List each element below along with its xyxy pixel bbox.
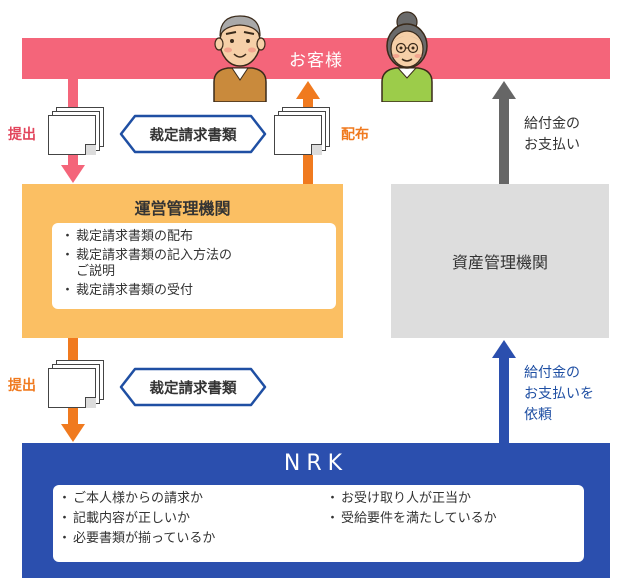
asset-org-box: 資産管理機関 (391, 184, 609, 338)
nrk-checks: ご本人様からの請求か 記載内容が正しいか 必要書類が揃っているか お受け取り人が… (53, 485, 584, 562)
operating-org-duties: 裁定請求書類の配布 裁定請求書類の記入方法の ご説明 裁定請求書類の受付 (52, 223, 336, 309)
customer-label: お客様 (289, 51, 343, 71)
nrk-title: NRK (283, 451, 349, 476)
document-stack-icon (274, 107, 330, 155)
distribute-label: 配布 (341, 127, 369, 143)
operating-org-title: 運営管理機関 (134, 199, 231, 218)
payment-label: 給付金の お支払い (524, 116, 580, 153)
payment-request-arrow (492, 340, 516, 444)
check-item: 受給要件を満たしているか (326, 509, 497, 529)
documents-label-top: 裁定請求書類 (119, 114, 267, 154)
document-stack-icon (48, 360, 104, 408)
duty-item: 裁定請求書類の配布 (61, 229, 336, 245)
submit-label-top: 提出 (8, 127, 36, 143)
duty-item: 裁定請求書類の記入方法の ご説明 (61, 248, 336, 280)
asset-org-title: 資産管理機関 (451, 253, 548, 272)
payment-request-label: 給付金の お支払いを 依頼 (524, 365, 594, 423)
nrk-box: NRK ご本人様からの請求か 記載内容が正しいか 必要書類が揃っているか お受け… (22, 443, 610, 578)
operating-org-box: 運営管理機関 裁定請求書類の配布 裁定請求書類の記入方法の ご説明 裁定請求書類… (22, 184, 343, 338)
elderly-woman-illustration (381, 11, 433, 102)
elderly-man-illustration (213, 15, 267, 102)
customer-bar: お客様 (22, 38, 610, 79)
submit-label-bottom: 提出 (8, 378, 36, 394)
payment-arrow (492, 81, 516, 185)
check-item: お受け取り人が正当か (326, 489, 497, 509)
nrk-checks-left: ご本人様からの請求か 記載内容が正しいか 必要書類が揃っているか (58, 489, 215, 549)
documents-label-bottom: 裁定請求書類 (119, 367, 267, 407)
document-stack-icon (48, 107, 104, 155)
check-item: 記載内容が正しいか (58, 509, 215, 529)
duty-item: 裁定請求書類の受付 (61, 283, 336, 299)
check-item: ご本人様からの請求か (58, 489, 215, 509)
check-item: 必要書類が揃っているか (58, 529, 215, 549)
nrk-checks-right: お受け取り人が正当か 受給要件を満たしているか (326, 489, 497, 529)
